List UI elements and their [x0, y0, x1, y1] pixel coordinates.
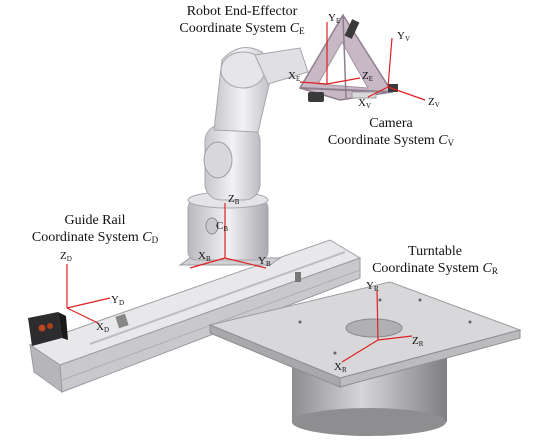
axis-label-xd: XD [96, 321, 110, 334]
axis-label-yv: YV [397, 30, 411, 43]
axis-label-yb: YB [258, 255, 271, 268]
guide-rail-caption-symbol: C [142, 230, 152, 245]
turntable-caption-line1: Turntable [408, 244, 462, 259]
axis-label-xr: XR [334, 361, 347, 374]
end-effector-caption-line1: Robot End-Effector [186, 4, 298, 19]
axis-label-zv: ZV [428, 96, 440, 109]
axis-label-yd: YD [111, 294, 125, 307]
end-effector-bracket [298, 13, 398, 102]
turntable-caption: Turntable Coordinate System CR [360, 243, 510, 280]
axis-label-ze: ZE [362, 70, 374, 83]
axis-label-zd: ZD [60, 250, 72, 263]
guide-rail-caption-prefix: Coordinate System [31, 230, 143, 245]
camera-caption-symbol: C [438, 133, 448, 148]
end-effector-caption-symbol: C [289, 21, 300, 36]
axis-label-yr: YR [366, 280, 379, 293]
turntable-axes [341, 289, 413, 363]
base-axes [189, 203, 267, 269]
guide-rail-caption-line1: Guide Rail [64, 213, 126, 228]
guide-rail-axes [66, 264, 111, 324]
turntable-caption-symbol: C [482, 261, 492, 276]
axis-label-ye: YE [328, 12, 341, 25]
camera-caption-prefix: Coordinate System [327, 133, 439, 148]
camera-axes [367, 37, 426, 101]
turntable-caption-sub: R [491, 266, 498, 276]
turntable-caption-prefix: Coordinate System [372, 261, 483, 276]
end-effector-caption: Robot End-Effector Coordinate System CE [168, 3, 316, 40]
guide-rail-caption-sub: D [151, 235, 159, 245]
end-effector-axes [299, 22, 361, 85]
axis-label-xb: XB [198, 250, 211, 263]
axis-label-cb: CB [216, 220, 229, 233]
rail-motor [28, 312, 68, 346]
axis-label-zb: ZB [228, 193, 240, 206]
axis-label-xv: XV [358, 97, 372, 110]
camera-caption-line1: Camera [369, 116, 413, 131]
end-effector-caption-prefix: Coordinate System [179, 21, 290, 36]
turntable [208, 281, 522, 436]
axis-label-xe: XE [288, 70, 301, 83]
guide-rail-caption: Guide Rail Coordinate System CD [20, 212, 170, 249]
camera-caption: Camera Coordinate System CV [316, 115, 466, 152]
end-effector-caption-sub: E [299, 26, 305, 36]
axis-label-zr: ZR [412, 335, 424, 348]
camera-caption-sub: V [447, 138, 455, 148]
